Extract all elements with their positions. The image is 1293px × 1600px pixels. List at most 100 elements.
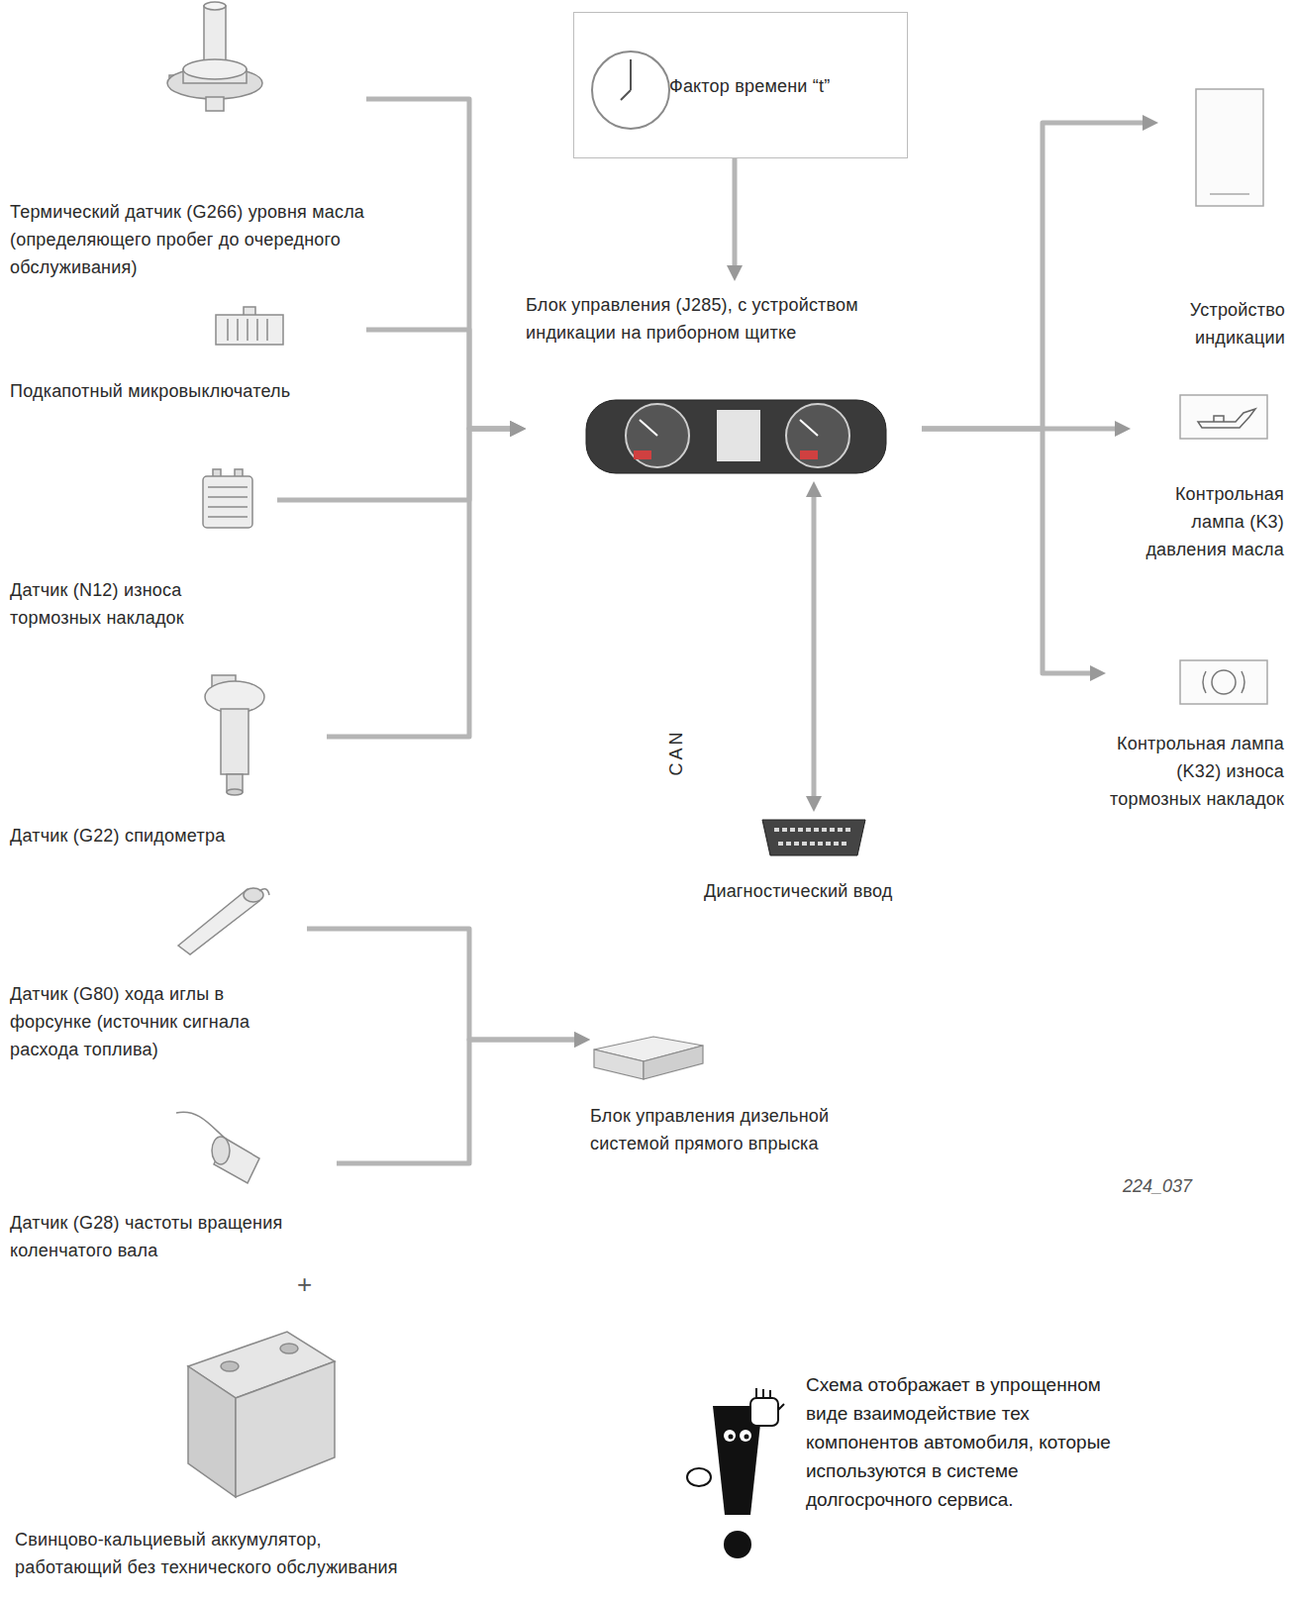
- speed-sensor-picture-part: [226, 789, 243, 796]
- connector-arrow: [277, 420, 526, 500]
- clock-symbol-part: [620, 59, 631, 100]
- oil-level-sensor-picture-part: [203, 1, 226, 10]
- connector-arrow: [306, 928, 591, 1048]
- diagnostic-port-node: Диагностический ввод: [703, 811, 972, 909]
- connector-arrow: [366, 99, 526, 437]
- warning-lamp-node: Контрольная лампа (K3) давления масла: [1130, 388, 1285, 568]
- connector-line: [366, 99, 510, 429]
- display-device-picture: [1195, 89, 1264, 206]
- component-label: Датчик (G28) частоты вращения коленчатог…: [9, 1208, 337, 1265]
- battery-node: Свинцово-кальциевый аккумулятор, работаю…: [14, 1321, 423, 1586]
- brake-wear-lamp-picture-part: [1202, 671, 1245, 694]
- connector-arrow: [921, 428, 1106, 682]
- sensor-node: Датчик (G22) спидометра: [9, 668, 327, 854]
- battery-picture-part: [188, 1366, 236, 1497]
- sensor-node: Термический датчик (G266) уровня масла (…: [9, 0, 367, 286]
- crankshaft-sensor-picture: [176, 1111, 260, 1184]
- control-unit-node: Блок управления дизельной системой прямо…: [590, 1025, 907, 1162]
- sensor-node: Датчик (G28) частоты вращения коленчатог…: [9, 1100, 337, 1269]
- diagnostic-port-picture-part: [774, 829, 854, 844]
- attention-icon-part: [750, 1397, 779, 1426]
- connector-line: [277, 428, 510, 500]
- brake-wear-lamp-picture-part: [1180, 660, 1268, 704]
- arrow-head: [1142, 114, 1159, 131]
- diesel-ecu-picture-part: [643, 1045, 703, 1080]
- attention-icon-part: [723, 1530, 752, 1559]
- battery-picture-part: [235, 1361, 335, 1497]
- connector-arrow: [805, 481, 822, 812]
- component-label: Фактор времени “t”: [669, 72, 897, 100]
- brake-wear-lamp-picture-part: [1211, 670, 1236, 695]
- arrow-head: [574, 1031, 591, 1048]
- brake-wear-sensor-picture-part: [207, 487, 248, 517]
- connector-line: [732, 158, 738, 266]
- display-device-picture-part: [1195, 89, 1264, 206]
- component-label: Свинцово-кальциевый аккумулятор, работаю…: [14, 1525, 423, 1582]
- arrow-head: [1090, 665, 1106, 682]
- connector-arrow: [366, 329, 526, 437]
- control-unit-node: Блок управления (J285), с устройством ин…: [525, 281, 922, 482]
- component-label: Датчик (G80) хода иглы в форсунке (источ…: [9, 980, 307, 1064]
- component-label: Контрольная лампа (K3) давления масла: [1130, 480, 1285, 564]
- oil-level-sensor-picture: [167, 1, 263, 111]
- oil-level-sensor-picture-part: [183, 59, 247, 80]
- arrow-head: [509, 420, 526, 437]
- bus-label: CAN: [665, 726, 688, 778]
- diagnostic-port-picture: [762, 819, 866, 856]
- connector-arrow: [726, 158, 743, 282]
- component-label: Подкапотный микровыключатель: [9, 377, 367, 405]
- component-label: Устройство индикации: [1158, 296, 1286, 352]
- instrument-cluster-picture-part: [799, 450, 818, 460]
- instrument-cluster-picture-part: [586, 399, 887, 474]
- oil-pressure-lamp-picture-part: [1213, 415, 1224, 422]
- arrow-head: [1114, 420, 1131, 437]
- component-label: Термический датчик (G266) уровня масла (…: [9, 198, 367, 282]
- component-label: Блок управления (J285), с устройством ин…: [525, 291, 922, 347]
- output-node: Устройство индикации: [1158, 83, 1286, 356]
- connector-line: [326, 428, 510, 737]
- component-label: Датчик (G22) спидометра: [9, 821, 327, 850]
- oil-level-sensor-picture-part: [205, 97, 224, 111]
- connector-line: [811, 497, 817, 796]
- instrument-cluster-picture: [586, 399, 887, 474]
- sensor-node: Подкапотный микровыключатель: [9, 301, 367, 409]
- component-label: Диагностический ввод: [703, 877, 972, 905]
- attention-icon-part: [739, 1429, 752, 1442]
- injector-needle-sensor-picture: [178, 888, 270, 955]
- connector-line: [306, 928, 575, 1040]
- connector-arrow: [336, 1031, 591, 1164]
- injector-needle-sensor-picture-part: [259, 889, 270, 896]
- arrow-head: [805, 795, 822, 812]
- crankshaft-sensor-picture-part: [211, 1136, 230, 1165]
- oil-pressure-lamp-picture: [1180, 395, 1268, 439]
- brake-wear-sensor-picture-part: [202, 476, 253, 528]
- connector-line: [921, 428, 1091, 674]
- arrow-head: [805, 481, 822, 498]
- speed-sensor-picture: [204, 675, 265, 796]
- component-label: Контрольная лампа (K32) износа тормозных…: [1105, 729, 1285, 813]
- attention-icon-part: [728, 1434, 734, 1440]
- component-label: Блок управления дизельной системой прямо…: [590, 1101, 907, 1158]
- display-device-picture-part: [1209, 193, 1250, 196]
- arrow-head: [509, 420, 526, 437]
- diagnostic-port-picture-part: [762, 819, 866, 856]
- arrow-head: [574, 1031, 591, 1048]
- connector-line: [366, 329, 510, 429]
- brake-wear-sensor-picture: [202, 469, 253, 528]
- battery-picture-part: [220, 1361, 239, 1372]
- battery-picture-part: [280, 1343, 299, 1354]
- attention-icon: [687, 1388, 785, 1559]
- diesel-ecu-picture: [594, 1036, 703, 1080]
- connector-arrow: [921, 114, 1159, 429]
- attention-icon-part: [687, 1468, 711, 1487]
- instrument-cluster-picture-part: [716, 409, 761, 462]
- oil-pressure-lamp-picture-part: [1197, 408, 1256, 428]
- oil-pressure-lamp-picture-part: [1180, 395, 1268, 439]
- attention-icon-part: [744, 1434, 750, 1440]
- hood-switch-picture: [215, 306, 284, 345]
- connector-arrow: [326, 420, 526, 737]
- clock-symbol-part: [592, 51, 670, 129]
- sensor-node: Датчик (N12) износа тормозных накладок: [9, 465, 278, 636]
- diesel-ecu-picture-part: [594, 1049, 644, 1080]
